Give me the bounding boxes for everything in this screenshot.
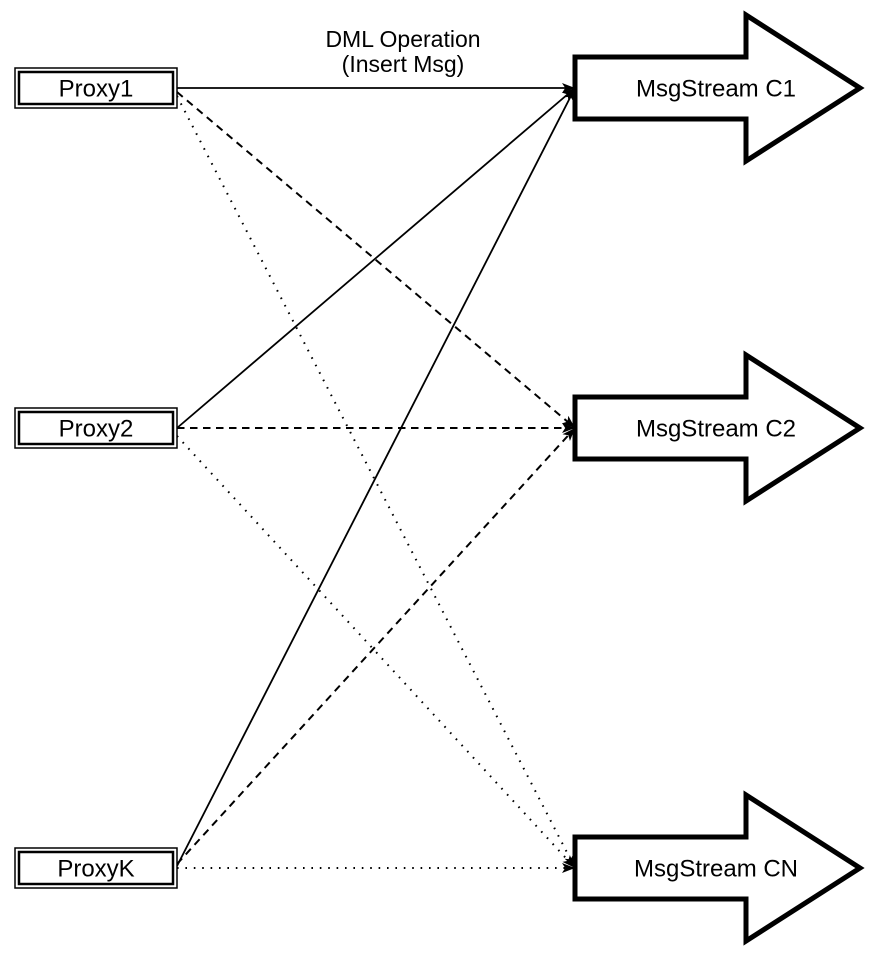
proxy1-node: Proxy1 <box>14 67 178 109</box>
msgstream-c2-label: MsgStream C2 <box>636 416 796 443</box>
msgstream-c1-label: MsgStream C1 <box>636 76 796 103</box>
proxy2-node: Proxy2 <box>14 407 178 449</box>
edge-proxy1-to-cn <box>176 95 576 869</box>
proxyk-box-inner <box>17 850 175 886</box>
msgstream-cn-label: MsgStream CN <box>634 856 798 883</box>
edge-proxy2-to-cn <box>176 435 576 869</box>
edge-proxy1-to-c2 <box>176 91 576 429</box>
proxy1-label: Proxy1 <box>59 76 134 103</box>
diagram-title-line2: (Insert Msg) <box>342 51 465 77</box>
edge-proxyk-to-c2 <box>176 427 576 865</box>
edge-proxyk-to-c1 <box>176 87 576 867</box>
msgstream-cn-arrow-shape <box>572 790 865 946</box>
proxy1-box-inner <box>17 70 175 106</box>
msgstream-c1-node: MsgStream C1 <box>572 10 865 166</box>
msgstream-cn-node: MsgStream CN <box>572 790 865 946</box>
msgstream-c1-arrow-shape <box>572 10 865 166</box>
edge-proxy2-to-c1 <box>176 87 576 429</box>
diagram-title-line1: DML Operation <box>325 26 480 52</box>
msgstream-c2-arrow-shape <box>572 350 865 506</box>
proxyk-node: ProxyK <box>14 847 178 889</box>
proxy2-box-inner <box>17 410 175 446</box>
proxyk-label: ProxyK <box>57 856 134 883</box>
msgstream-c2-node: MsgStream C2 <box>572 350 865 506</box>
proxy2-label: Proxy2 <box>59 416 134 443</box>
